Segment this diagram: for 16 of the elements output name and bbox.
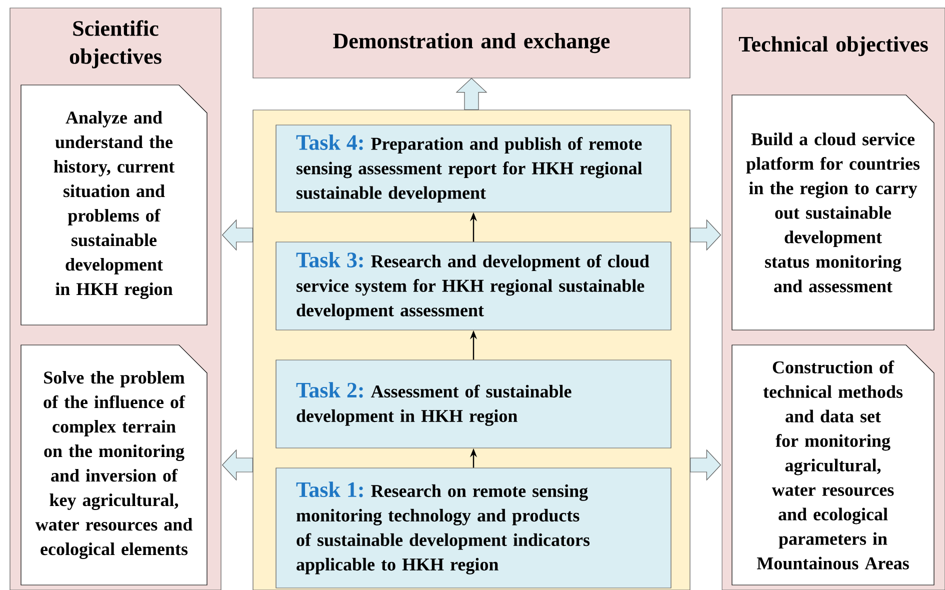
task-box: Task 4: Preparation and publish of remote sensing assessment report for HKH regional sustainable development (276, 124, 672, 212)
block-arrow (222, 219, 253, 251)
note-box: Analyze and understand the history, current situation and problems of sustainable development in HKH region (20, 84, 208, 326)
block-arrow (222, 449, 253, 481)
block-arrow (456, 78, 488, 110)
note-box: Solve the problem of the influence of complex terrain on the monitoring and inversion of key agricultural, water resources and ecological elements (20, 344, 208, 586)
block-arrow (690, 219, 722, 251)
note-box: Construction of technical methods and data set for monitoring agricultural, water resources and ecological parameters in Mountainous Areas (732, 344, 934, 586)
note-box: Build a cloud service platform for countries in the region to carry out sustainable development status monitoring and assessment (732, 94, 934, 330)
panel-heading: Technical objectives (738, 36, 928, 56)
panel-heading: Scientific objectives (70, 20, 162, 68)
task-box: Task 2: Assessment of sustainable development in HKH region (276, 360, 672, 448)
banner-box: Demonstration and exchange (252, 8, 690, 78)
task-box: Task 1: Research on remote sensing monitoring technology and products of sustainable development indicators applicable to HKH region (276, 468, 672, 588)
task-box: Task 3: Research and development of cloud service system for HKH regional sustainable development assessment (276, 242, 672, 330)
block-arrow (690, 449, 722, 481)
